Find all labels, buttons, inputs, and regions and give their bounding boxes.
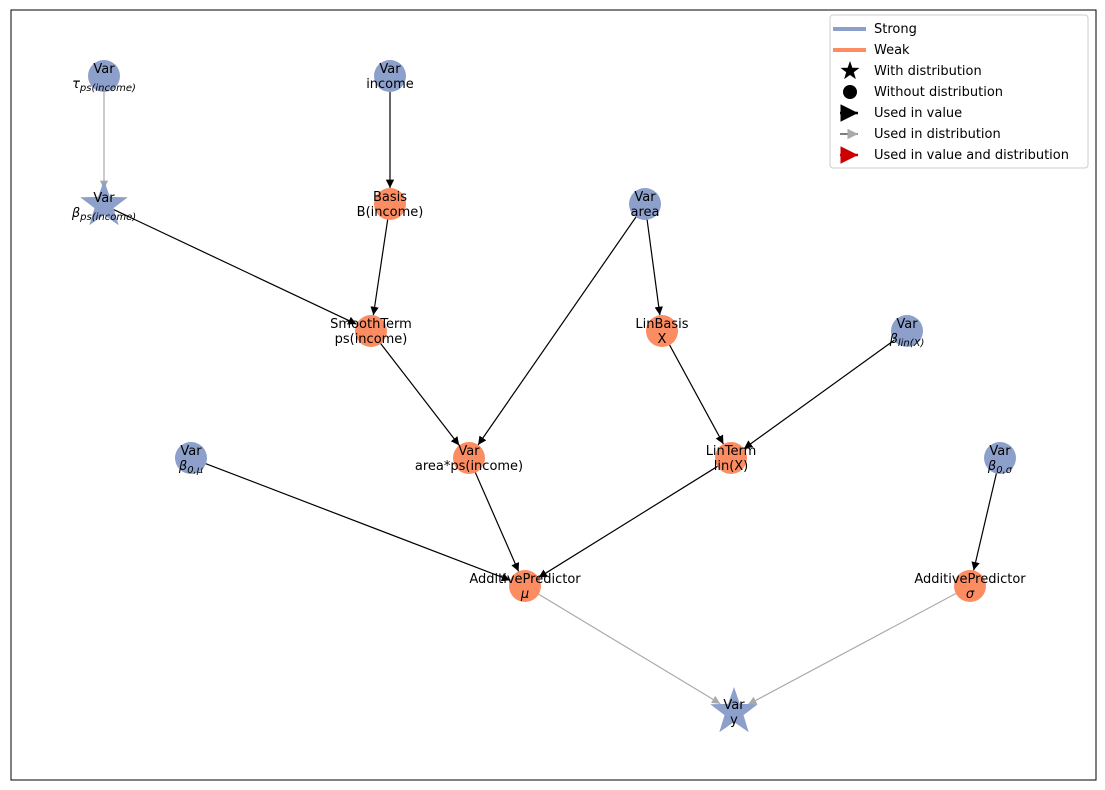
legend-box	[829, 14, 1089, 169]
legend-item-used_both: Used in value and distribution	[840, 146, 1069, 164]
edge-smooth-to-area_ps	[372, 333, 460, 446]
legend-item-without_dist: Without distribution	[843, 85, 1003, 100]
node-tau-subscript: ps(income)	[79, 83, 136, 94]
node-area[interactable]	[629, 188, 661, 220]
node-beta_ps-subscript: ps(income)	[79, 212, 136, 223]
node-beta_0sigma[interactable]	[984, 442, 1016, 474]
legend-label-used_value: Used in value	[874, 106, 962, 121]
edge-basis-to-smooth	[370, 207, 391, 316]
node-beta_0sigma-kind: Var	[989, 444, 1011, 459]
node-ap_mu[interactable]	[509, 570, 541, 602]
legend-label-used_dist: Used in distribution	[874, 127, 1001, 142]
node-beta_lin-kind: Var	[896, 317, 918, 332]
node-beta_ps-name: βps(income)	[71, 206, 136, 223]
plot-frame	[10, 9, 1097, 781]
node-smooth-kind: SmoothTerm	[330, 317, 412, 332]
edge-linbasis-to-linterm	[663, 333, 724, 445]
node-linbasis-name: X	[658, 332, 667, 347]
legend-label-weak: Weak	[874, 43, 910, 58]
legend-marker-without_dist	[843, 85, 857, 99]
node-tau[interactable]	[88, 60, 120, 92]
node-basis-kind: Basis	[373, 190, 407, 205]
node-beta_ps-kind: Var	[93, 191, 115, 206]
edge-beta_lin-to-linterm	[743, 332, 905, 450]
node-smooth[interactable]	[355, 315, 387, 347]
node-y[interactable]	[710, 687, 758, 733]
legend-label-strong: Strong	[874, 22, 917, 37]
node-ap_mu-kind: AdditivePredictor	[469, 572, 581, 587]
node-basis[interactable]	[374, 188, 406, 220]
node-beta_0mu-kind: Var	[180, 444, 202, 459]
node-area_ps-kind: Var	[458, 444, 480, 459]
node-income-name: income	[366, 77, 414, 92]
edge-beta_0mu-to-ap_mu	[193, 458, 511, 582]
node-ap_sigma-kind: AdditivePredictor	[914, 572, 1026, 587]
node-linterm[interactable]	[715, 442, 747, 474]
node-ap_mu-name: μ	[520, 587, 529, 602]
node-beta_0mu[interactable]	[175, 442, 207, 474]
node-beta_ps[interactable]	[80, 180, 128, 226]
legend-item-with_dist: With distribution	[840, 61, 982, 80]
edges-layer	[99, 79, 1000, 705]
nodes-layer	[80, 60, 1016, 733]
edge-area_ps-to-ap_mu	[469, 460, 520, 572]
node-ap_sigma[interactable]	[954, 570, 986, 602]
legend-item-used_value: Used in value	[840, 104, 962, 122]
node-tau-kind: Var	[93, 62, 115, 77]
legend-label-used_both: Used in value and distribution	[874, 148, 1069, 163]
node-linbasis[interactable]	[646, 315, 678, 347]
legend-label-without_dist: Without distribution	[874, 85, 1003, 100]
node-beta_0mu-name: β0,μ	[178, 459, 203, 476]
node-tau-name: τps(income)	[72, 77, 136, 94]
node-beta_0sigma-name: β0,σ	[987, 459, 1013, 476]
node-ap_sigma-name: σ	[966, 587, 975, 602]
edge-beta_ps-to-smooth	[106, 205, 357, 325]
legend-marker-with_dist	[840, 61, 860, 80]
node-beta_lin-subscript: lin(X)	[898, 338, 925, 349]
labels-layer: Varτps(income)VarincomeVarβps(income)Bas…	[71, 62, 1026, 728]
node-area_ps[interactable]	[453, 442, 485, 474]
edge-linterm-to-ap_mu	[538, 459, 729, 579]
legend-item-weak: Weak	[833, 43, 910, 58]
edge-ap_mu-to-y	[527, 587, 721, 705]
node-area-kind: Var	[634, 190, 656, 205]
node-area_ps-name: area*ps(income)	[415, 459, 523, 474]
edge-area-to-area_ps	[477, 206, 644, 446]
node-beta_0sigma-subscript: 0,σ	[996, 465, 1013, 476]
edge-ap_sigma-to-y	[747, 586, 968, 705]
node-area-name: area	[631, 205, 660, 220]
node-smooth-name: ps(income)	[335, 332, 408, 347]
legend-item-strong: Strong	[833, 22, 917, 37]
node-income-kind: Var	[379, 62, 401, 77]
node-basis-name: B(income)	[357, 205, 424, 220]
edge-area-to-linbasis	[644, 207, 663, 316]
node-income[interactable]	[374, 60, 406, 92]
node-beta_lin[interactable]	[891, 315, 923, 347]
legend-label-with_dist: With distribution	[874, 64, 982, 79]
node-y-name: y	[730, 713, 738, 728]
legend-item-used_dist: Used in distribution	[840, 127, 1001, 142]
node-beta_lin-name: βlin(X)	[889, 332, 925, 349]
node-linbasis-kind: LinBasis	[635, 317, 688, 332]
node-beta_0mu-subscript: 0,μ	[187, 465, 203, 476]
edge-beta_0sigma-to-ap_sigma	[971, 460, 1000, 571]
node-linterm-kind: LinTerm	[706, 444, 757, 459]
node-linterm-name: lin(X)	[714, 459, 749, 474]
node-y-kind: Var	[723, 698, 745, 713]
